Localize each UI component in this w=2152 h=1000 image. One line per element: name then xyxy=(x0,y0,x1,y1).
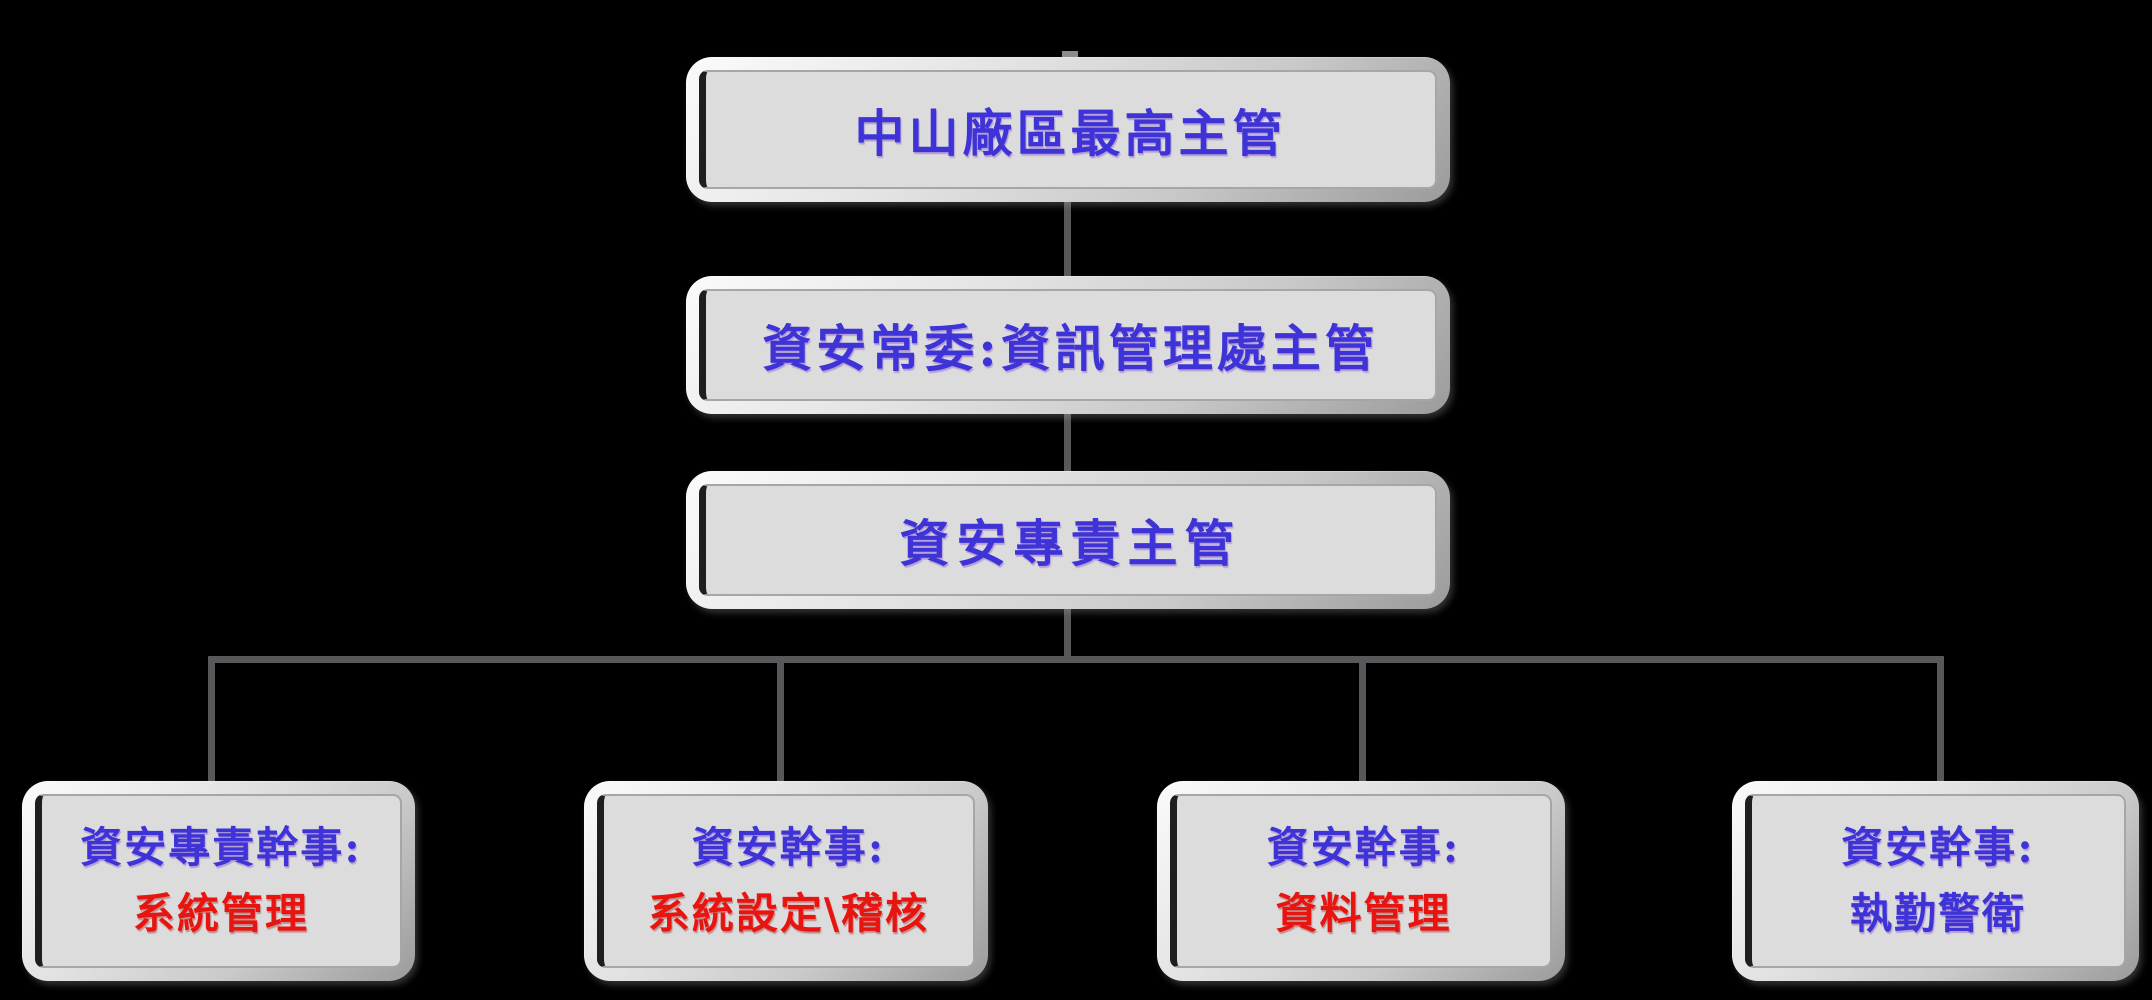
connector-drop-branch-4 xyxy=(1937,660,1944,782)
connector-level3-to-bus xyxy=(1064,605,1071,660)
connector-level2-to-level3 xyxy=(1064,410,1071,475)
org-node-branch-2: 資安幹事: 系統設定\稽核 xyxy=(584,781,988,981)
branch-3-role-label: 資安幹事: xyxy=(1266,822,1461,872)
connector-drop-branch-3 xyxy=(1359,660,1366,782)
org-node-root-panel: 中山廠區最高主管 xyxy=(699,70,1437,189)
branch-4-role-label: 資安幹事: xyxy=(1841,822,2035,872)
branch-1-role-label: 資安專責幹事: xyxy=(80,822,362,872)
branch-1-duty-label: 系統管理 xyxy=(132,889,309,938)
org-node-level3-panel: 資安專責主管 xyxy=(699,484,1437,596)
org-node-root: 中山廠區最高主管 xyxy=(686,57,1450,202)
org-node-level3: 資安專責主管 xyxy=(686,471,1450,609)
branch-3-duty-label: 資料管理 xyxy=(1275,889,1452,938)
org-node-branch-4: 資安幹事: 執勤警衛 xyxy=(1732,781,2139,981)
org-node-level2: 資安常委:資訊管理處主管 xyxy=(686,276,1450,414)
org-node-root-label: 中山廠區最高主管 xyxy=(854,103,1287,163)
org-node-branch-3-panel: 資安幹事: 資料管理 xyxy=(1170,794,1552,968)
branch-4-duty-label: 執勤警衛 xyxy=(1849,889,2026,938)
connector-root-to-level2 xyxy=(1064,198,1071,280)
org-node-branch-2-panel: 資安幹事: 系統設定\稽核 xyxy=(597,794,975,968)
org-node-branch-3: 資安幹事: 資料管理 xyxy=(1157,781,1565,981)
branch-2-duty-label: 系統設定\稽核 xyxy=(647,889,930,938)
org-node-branch-1: 資安專責幹事: 系統管理 xyxy=(22,781,415,981)
org-node-level3-label: 資安專責主管 xyxy=(899,514,1242,573)
connector-drop-branch-2 xyxy=(777,660,784,782)
org-node-branch-4-panel: 資安幹事: 執勤警衛 xyxy=(1745,794,2126,968)
top-anchor-stub xyxy=(1062,51,1078,57)
org-node-level2-panel: 資安常委:資訊管理處主管 xyxy=(699,289,1437,401)
connector-drop-branch-1 xyxy=(208,660,215,782)
org-node-branch-1-panel: 資安專責幹事: 系統管理 xyxy=(35,794,402,968)
org-node-level2-label: 資安常委:資訊管理處主管 xyxy=(762,319,1379,378)
connector-horizontal-bus xyxy=(208,656,1944,663)
branch-2-role-label: 資安幹事: xyxy=(691,822,886,872)
